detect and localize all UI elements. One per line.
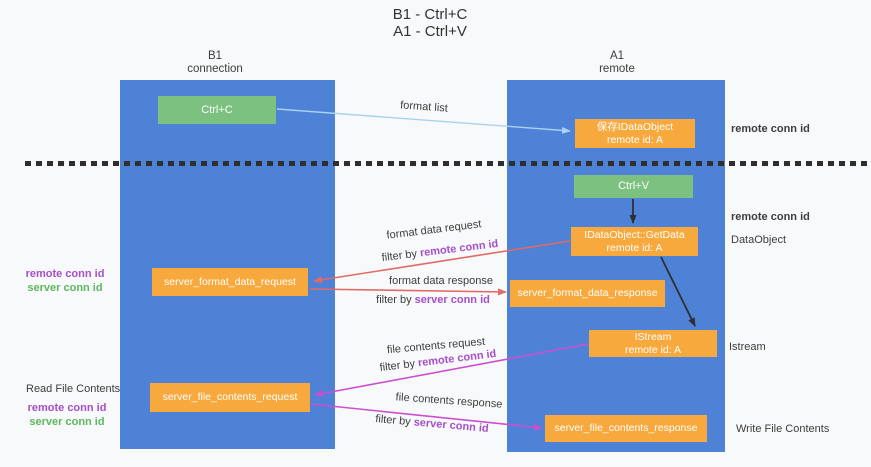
server-file-contents-request-label: server_file_contents_request: [162, 391, 298, 403]
edge-label-format-data-request: format data request: [385, 218, 483, 242]
server-conn-id-text: server conn id: [414, 294, 490, 306]
ctrl-c-label: Ctrl+C: [201, 103, 233, 116]
edge-label-file-contents-response: file contents response: [395, 391, 503, 411]
left-label-group-top: remote conn id server conn id: [18, 267, 112, 295]
edge-label-filter-remote-1: filter by remote conn id: [381, 238, 499, 264]
node-istream: IStream remote id: A: [589, 330, 717, 357]
left-label-remote-conn-id-top: remote conn id: [25, 268, 105, 280]
lane-b1-subtitle: connection: [187, 63, 243, 75]
remote-conn-id-text: remote conn id: [419, 237, 499, 260]
format-data-response-arrow: [309, 288, 507, 296]
edge-label-filter-server-1: filter by server conn id: [376, 294, 490, 306]
left-label-read-file-contents: Read File Contents: [26, 383, 121, 395]
right-label-remote-conn-id-mid: remote conn id: [731, 211, 810, 223]
server-file-contents-response-label: server_file_contents_response: [554, 422, 698, 434]
getdata-line2: remote id: A: [606, 241, 663, 254]
right-label-write-file-contents: Write File Contents: [736, 423, 830, 435]
left-label-remote-conn-id-bottom: remote conn id: [27, 402, 107, 414]
node-ctrl-c: Ctrl+C: [158, 96, 276, 124]
left-label-group-bottom: remote conn id server conn id: [20, 401, 114, 429]
getdata-line1: IDataObject::GetData: [584, 228, 685, 241]
server-conn-id-text: server conn id: [413, 416, 490, 435]
left-label-server-conn-id-top: server conn id: [27, 282, 103, 294]
lane-b1-name: B1: [207, 50, 223, 62]
filter-by-text: filter by: [376, 294, 415, 306]
server-format-data-request-label: server_format_data_request: [164, 275, 296, 288]
separator-dashed-line: [25, 161, 871, 166]
right-label-dataobject: DataObject: [731, 234, 787, 246]
edge-label-format-list: format list: [399, 99, 449, 115]
node-server-format-data-request: server_format_data_request: [152, 268, 308, 296]
node-saved-idataobject: 保存IDataObject remote id: A: [575, 119, 695, 148]
node-idataobject-getdata: IDataObject::GetData remote id: A: [571, 227, 698, 256]
lane-header-a1: A1 remote: [567, 50, 667, 76]
ctrl-v-label: Ctrl+V: [618, 180, 649, 192]
saved-idataobject-line1: 保存IDataObject: [596, 120, 674, 133]
filter-by-text: filter by: [381, 247, 421, 265]
title-line-2: A1 - Ctrl+V: [393, 23, 467, 40]
left-label-server-conn-id-bottom: server conn id: [29, 416, 105, 428]
diagram-title: B1 - Ctrl+C A1 - Ctrl+V: [310, 6, 550, 40]
node-server-file-contents-request: server_file_contents_request: [150, 383, 310, 412]
saved-idataobject-line2: remote id: A: [606, 133, 664, 146]
edge-label-format-data-response: format data response: [389, 275, 493, 287]
node-server-format-data-response: server_format_data_response: [510, 280, 665, 307]
lane-header-b1: B1 connection: [165, 50, 265, 76]
filter-by-text: filter by: [379, 357, 419, 375]
lane-a1-name: A1: [609, 50, 625, 62]
edge-label-filter-server-2: filter by server conn id: [375, 413, 489, 435]
title-line-1: B1 - Ctrl+C: [392, 6, 468, 23]
lane-a1-subtitle: remote: [599, 63, 635, 75]
right-label-remote-conn-id-top: remote conn id: [731, 123, 810, 135]
istream-line2: remote id: A: [624, 343, 682, 356]
server-format-data-response-label: server_format_data_response: [517, 287, 658, 299]
filter-by-text: filter by: [374, 413, 415, 429]
node-server-file-contents-response: server_file_contents_response: [545, 415, 707, 442]
node-ctrl-v: Ctrl+V: [574, 175, 693, 198]
right-label-istream: Istream: [729, 341, 766, 353]
istream-line1: IStream: [634, 330, 672, 343]
